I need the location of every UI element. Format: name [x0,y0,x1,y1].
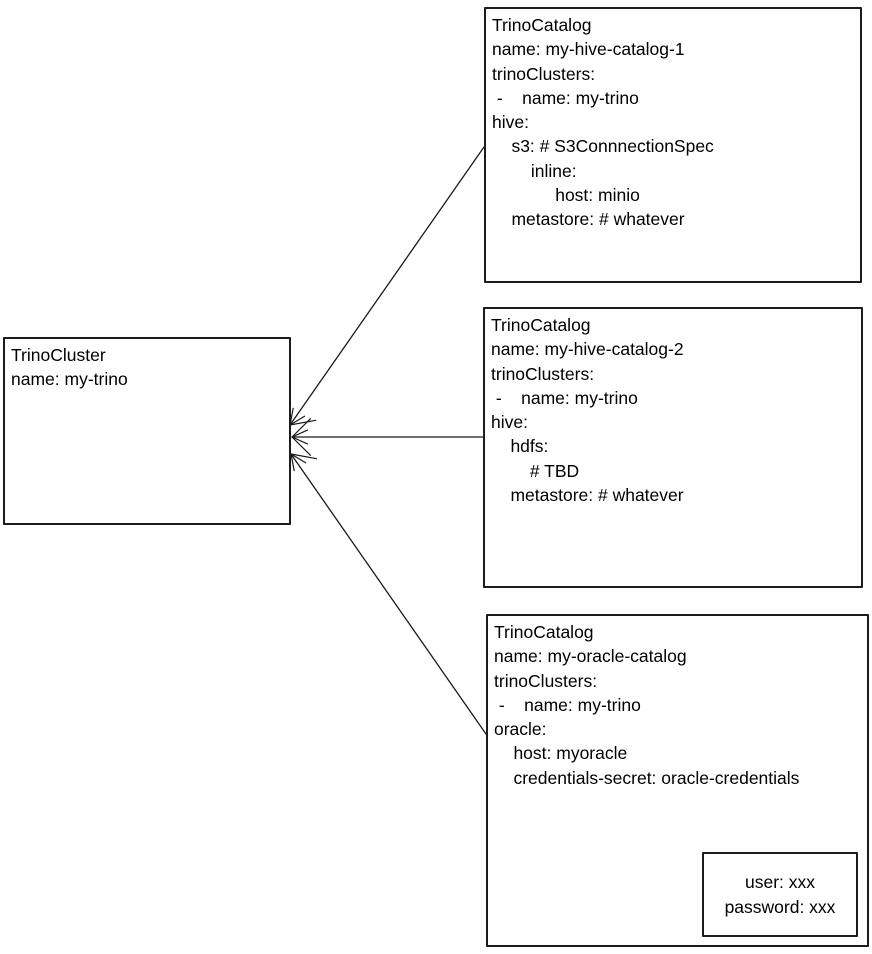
yaml-line: hive: [491,412,528,433]
yaml-line: hdfs: [491,436,549,457]
oracle-credentials-secret-node[interactable]: user: xxx password: xxx [702,852,858,937]
trino-catalog-3-text: TrinoCatalog name: my-oracle-catalog tri… [488,616,867,790]
yaml-line: trinoClusters: [492,63,596,84]
trino-cluster-node[interactable]: TrinoCluster name: my-trino [3,337,291,525]
yaml-line: # TBD [491,460,580,481]
yaml-line: metastore: # whatever [491,485,684,506]
yaml-line: TrinoCatalog [492,15,592,35]
yaml-line: inline: [492,160,577,181]
yaml-line: metastore: # whatever [492,209,685,230]
yaml-line: - name: my-trino [491,387,638,408]
yaml-line: name: my-trino [11,369,128,390]
yaml-line: trinoClusters: [494,670,598,691]
yaml-line: - name: my-trino [494,694,641,715]
yaml-line: name: my-hive-catalog-2 [491,339,684,360]
yaml-line: name: my-oracle-catalog [494,646,687,667]
yaml-line: s3: # S3ConnnectionSpec [492,136,714,157]
trino-catalog-2-text: TrinoCatalog name: my-hive-catalog-2 tri… [485,309,861,507]
yaml-line: hive: [492,112,529,133]
trino-catalog-2-node[interactable]: TrinoCatalog name: my-hive-catalog-2 tri… [483,307,863,588]
yaml-line: user: xxx [744,871,816,892]
trino-catalog-3-node[interactable]: TrinoCatalog name: my-oracle-catalog tri… [486,614,869,947]
yaml-line: host: myoracle [494,743,628,764]
yaml-line: TrinoCluster [11,345,106,365]
trino-catalog-1-text: TrinoCatalog name: my-hive-catalog-1 tri… [486,9,860,232]
yaml-line: TrinoCatalog [491,315,591,335]
yaml-line: credentials-secret: oracle-credentials [494,767,800,788]
yaml-line: trinoClusters: [491,363,595,384]
yaml-line: TrinoCatalog [494,622,594,642]
yaml-line: password: xxx [724,896,836,917]
yaml-line: - name: my-trino [492,87,639,108]
trino-cluster-text: TrinoCluster name: my-trino [5,339,289,392]
yaml-line: name: my-hive-catalog-1 [492,39,685,60]
yaml-line: oracle: [494,719,547,740]
trino-catalog-1-node[interactable]: TrinoCatalog name: my-hive-catalog-1 tri… [484,7,862,283]
yaml-line: host: minio [492,185,640,206]
